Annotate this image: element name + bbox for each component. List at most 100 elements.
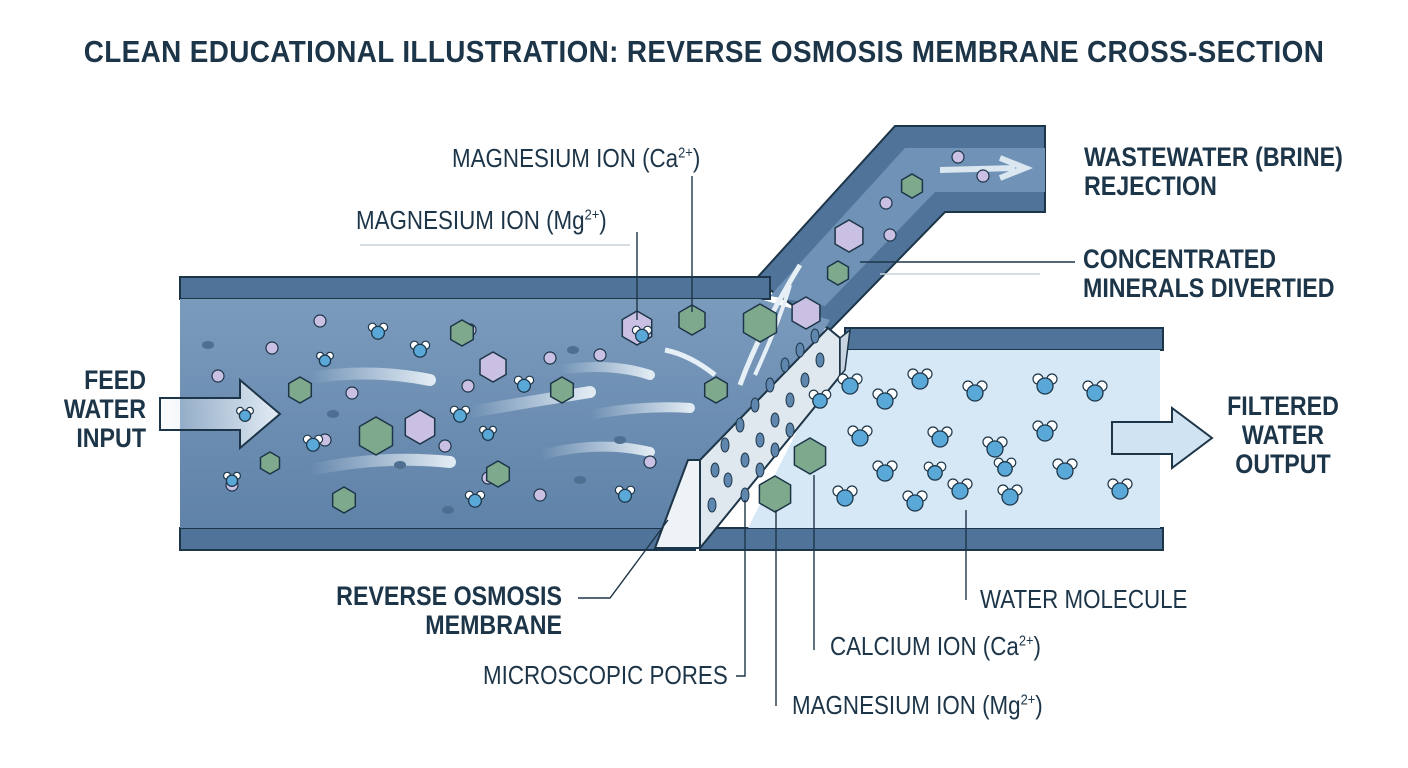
water-molecule [367,322,389,340]
magnesium-ion [834,219,864,253]
label-concentrated: CONCENTRATED MINERALS DIVERTIED [1083,245,1335,303]
brine-outlet-pipe [753,125,1046,332]
pore [785,392,795,408]
leader-pores [736,500,746,677]
magnesium-ion [461,379,475,393]
water-molecule [1107,478,1133,500]
sediment [442,506,454,514]
magnesium-ion [345,386,359,400]
calcium-ion [678,304,706,336]
pore [740,452,750,468]
divert-arrow [664,347,717,377]
water-molecule [997,484,1023,506]
label-mg-ion-top: MAGNESIUM ION (Mg2+) [356,205,607,236]
pore [770,412,780,428]
label-text: CALCIUM ION (Ca [830,631,1019,661]
label-pores: MICROSCOPIC PORES [483,660,728,690]
pore [735,417,745,433]
label-filtered-water: FILTERED WATER OUTPUT [1219,392,1348,479]
label-close: ) [1035,690,1043,720]
brine-flow-arrow [939,155,1034,181]
feed-input-arrow [159,377,282,451]
leader-lines [360,176,1075,706]
feed-flow-arrow [304,367,436,386]
calcium-ion [259,451,281,475]
label-sup: 2+ [1020,691,1036,709]
pore [755,462,765,478]
water-molecule [923,461,947,481]
pore [710,462,720,478]
water-molecule [837,373,863,395]
magnesium-ion [951,150,965,164]
label-text: MAGNESIUM ION (Mg [792,690,1021,720]
label-line: INPUT [76,423,146,453]
calcium-ion [358,416,394,456]
water-molecule [993,457,1017,477]
water-molecule [962,380,988,402]
calcium-ion [549,376,575,404]
water-molecule [631,325,653,343]
pore [770,442,780,458]
feed-flow-arrow [555,361,655,380]
pore [750,397,760,413]
sediment [574,476,586,484]
sediment [327,410,339,418]
water-molecule [464,490,486,508]
label-mg-ion-bottom: MAGNESIUM ION (Mg2+) [792,690,1043,721]
sediment [394,461,406,469]
magnesium-ion [533,488,547,502]
water-molecule [614,485,636,503]
magnesium-ion [883,228,897,242]
calcium-ion [703,376,729,404]
pore [707,497,717,513]
label-line: MEMBRANE [425,610,562,640]
water-molecule [982,436,1008,458]
water-molecule [449,405,471,423]
water-molecule [1052,458,1078,480]
calcium-ion [331,486,357,514]
calcium-ion [826,260,850,286]
label-line: MINERALS DIVERTIED [1083,273,1335,303]
water-molecule [479,425,497,441]
label-line: REVERSE OSMOSIS [336,581,562,611]
particles [202,150,1133,514]
label-line: OUTPUT [1235,449,1331,479]
magnesium-ion [438,439,452,453]
water-molecule [832,485,858,507]
water-molecule [947,478,973,500]
water-molecule [1032,420,1058,442]
label-sup: 2+ [1018,632,1034,650]
magnesium-ion [543,351,557,365]
pore [815,352,825,368]
feed-flow-arrow [464,386,596,418]
calcium-ion [758,475,792,513]
pore [780,357,790,373]
sediment [202,341,214,349]
pore [795,342,805,358]
label-sup: 2+ [584,206,600,224]
magnesium-ion [211,369,225,383]
label-sup: 2+ [678,144,693,162]
magnesium-ion [479,351,507,383]
label-line: REJECTION [1084,171,1217,201]
water-molecule [872,460,898,482]
pore [723,472,733,488]
microscopic-pores [707,328,825,513]
feed-flow-arrow [535,441,655,460]
water-molecule [1032,373,1058,395]
label-close: ) [1033,631,1042,661]
sediment [614,436,626,444]
water-molecule [907,368,933,390]
feed-pipe [179,276,830,551]
magnesium-ion [265,341,279,355]
magnesium-ion [643,455,657,469]
water-molecule [872,388,898,410]
label-line: WASTEWATER (BRINE) [1084,142,1343,172]
diagram-title: CLEAN EDUCATIONAL ILLUSTRATION: REVERSE … [83,34,1325,69]
magnesium-ion [404,409,436,445]
label-calcium-ion: CALCIUM ION (Ca2+) [830,631,1041,662]
label-line: CONCENTRATED [1083,244,1277,274]
water-molecule [902,490,928,512]
calcium-ion [793,437,827,475]
